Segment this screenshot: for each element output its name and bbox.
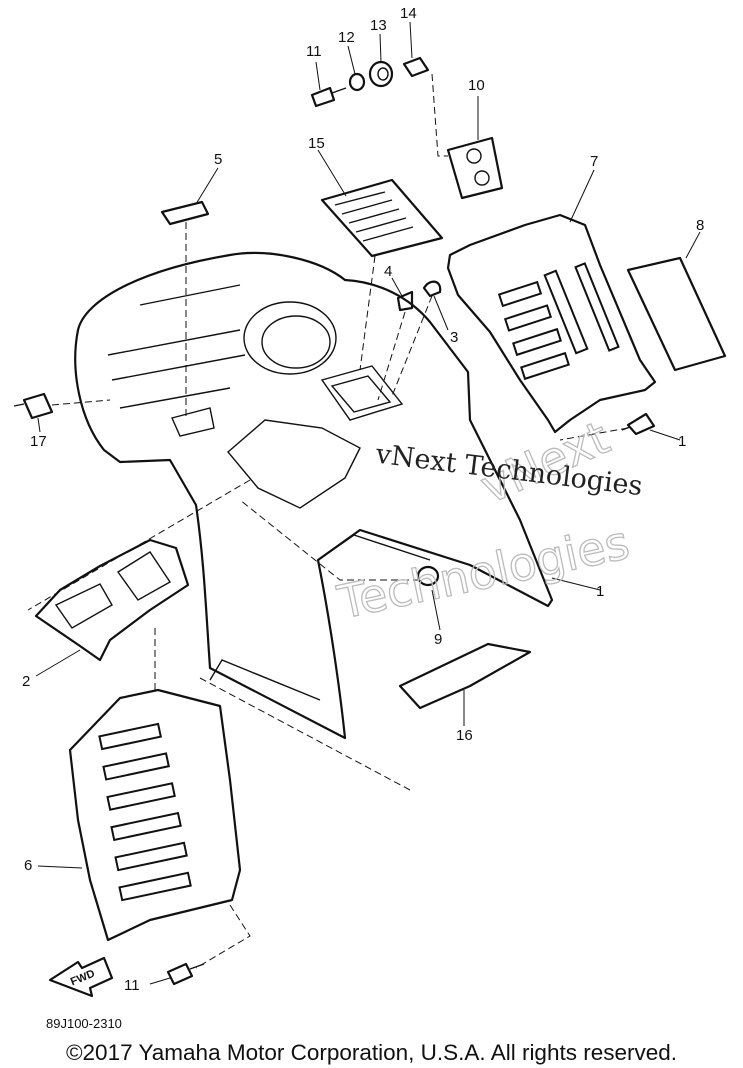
callout-9: 9 [434, 631, 442, 648]
parts-diagram: FWD 11 [13, 5, 727, 998]
callout-8: 8 [696, 217, 704, 234]
callout-11-bottom: 11 [124, 977, 140, 994]
callout-16: 16 [456, 727, 473, 744]
callout-11-top: 11 [306, 43, 322, 60]
pad-part-15 [320, 178, 444, 258]
assembly-lead-lines [27, 73, 629, 969]
callout-10: 10 [468, 77, 485, 94]
right-panel-part-7 [446, 213, 657, 434]
callout-2: 2 [22, 673, 30, 690]
callout-17: 17 [30, 433, 47, 450]
callout-7: 7 [590, 153, 598, 170]
strip-part-16 [398, 642, 532, 710]
small-parts [13, 56, 656, 986]
fwd-label: FWD [69, 968, 97, 989]
callout-13: 13 [370, 17, 387, 34]
copyright-notice: ©2017 Yamaha Motor Corporation, U.S.A. A… [65, 1040, 678, 1065]
watermark-outline-technologies: Technologies [333, 515, 634, 629]
lower-panel-part-6 [68, 688, 242, 942]
pocket-part-2 [34, 538, 190, 662]
strip-part-8 [626, 256, 727, 372]
fwd-arrow-icon: FWD [48, 956, 114, 998]
callout-labels: 11 12 13 14 10 15 5 7 8 4 3 17 1 1 9 2 1… [22, 5, 704, 994]
front-cowling-part-1 [74, 251, 554, 740]
callout-1-main: 1 [596, 583, 604, 600]
callout-5: 5 [214, 151, 222, 168]
callout-4: 4 [384, 263, 392, 280]
callout-6: 6 [24, 857, 32, 874]
drawing-code: 89J100-2310 [46, 1016, 122, 1031]
callout-15: 15 [308, 135, 325, 152]
callout-14: 14 [400, 5, 417, 22]
callout-3: 3 [450, 329, 458, 346]
callout-12: 12 [338, 29, 355, 46]
callout-1-right: 1 [678, 433, 686, 450]
callout-leaders [35, 21, 701, 985]
